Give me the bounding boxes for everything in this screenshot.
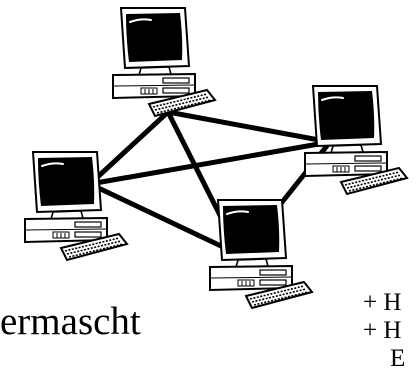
topology-caption: ermascht bbox=[0, 300, 141, 343]
mesh-network-diagram bbox=[24, 7, 408, 309]
link-computer-left-computer-bottom bbox=[87, 181, 243, 258]
network-nodes bbox=[24, 7, 408, 309]
computer-bottom-icon bbox=[209, 199, 313, 309]
computer-left-icon bbox=[24, 151, 128, 261]
bullet-2: + H bbox=[363, 317, 402, 344]
link-computer-top-computer-left bbox=[87, 109, 171, 187]
link-computer-top-computer-right bbox=[165, 109, 333, 145]
network-links bbox=[87, 109, 333, 258]
bullet-3: E bbox=[390, 345, 406, 372]
link-computer-left-computer-right bbox=[87, 139, 333, 187]
bullet-1: + H bbox=[363, 289, 402, 316]
computer-right-icon bbox=[304, 85, 408, 195]
computer-top-icon bbox=[112, 7, 216, 117]
